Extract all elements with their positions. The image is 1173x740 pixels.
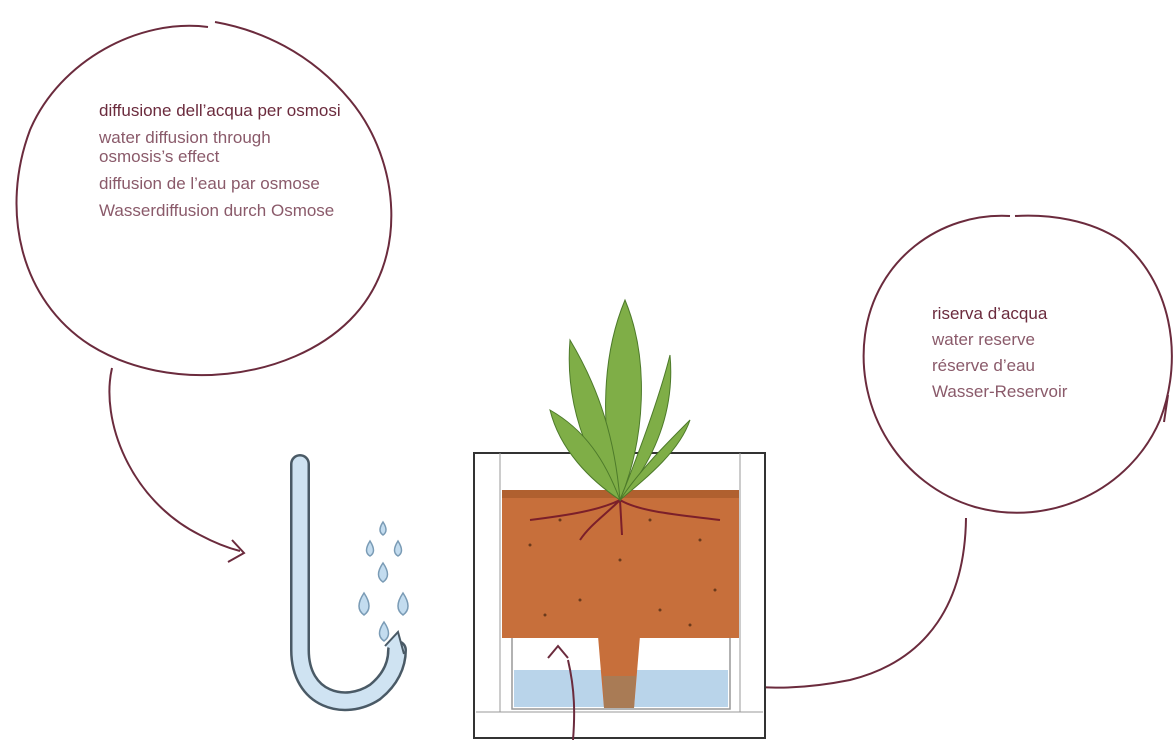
- osmosis-leader-line: [109, 368, 240, 551]
- reserve-label-de: Wasser-Reservoir: [932, 382, 1132, 401]
- osmosis-label-it: diffusione dell’acqua per osmosi: [99, 101, 349, 120]
- reserve-label-en: water reserve: [932, 330, 1132, 349]
- reserve-callout-text: riserva d’acqua water reserve réserve d’…: [932, 304, 1132, 408]
- osmosis-callout-text: diffusione dell’acqua per osmosi water d…: [99, 101, 349, 228]
- wick-tube-icon: [300, 464, 404, 701]
- reserve-label-it: riserva d’acqua: [932, 304, 1132, 323]
- osmosis-arrow-head-icon: [228, 540, 244, 562]
- osmosis-label-en: water diffusion through osmosis’s effect: [99, 128, 349, 166]
- reserve-label-fr: réserve d’eau: [932, 356, 1132, 375]
- reserve-leader-line: [737, 518, 966, 688]
- osmosis-label-de: Wasserdiffusion durch Osmose: [99, 201, 349, 220]
- osmosis-label-fr: diffusion de l’eau par osmose: [99, 174, 349, 193]
- water-drops-icon: [359, 522, 408, 641]
